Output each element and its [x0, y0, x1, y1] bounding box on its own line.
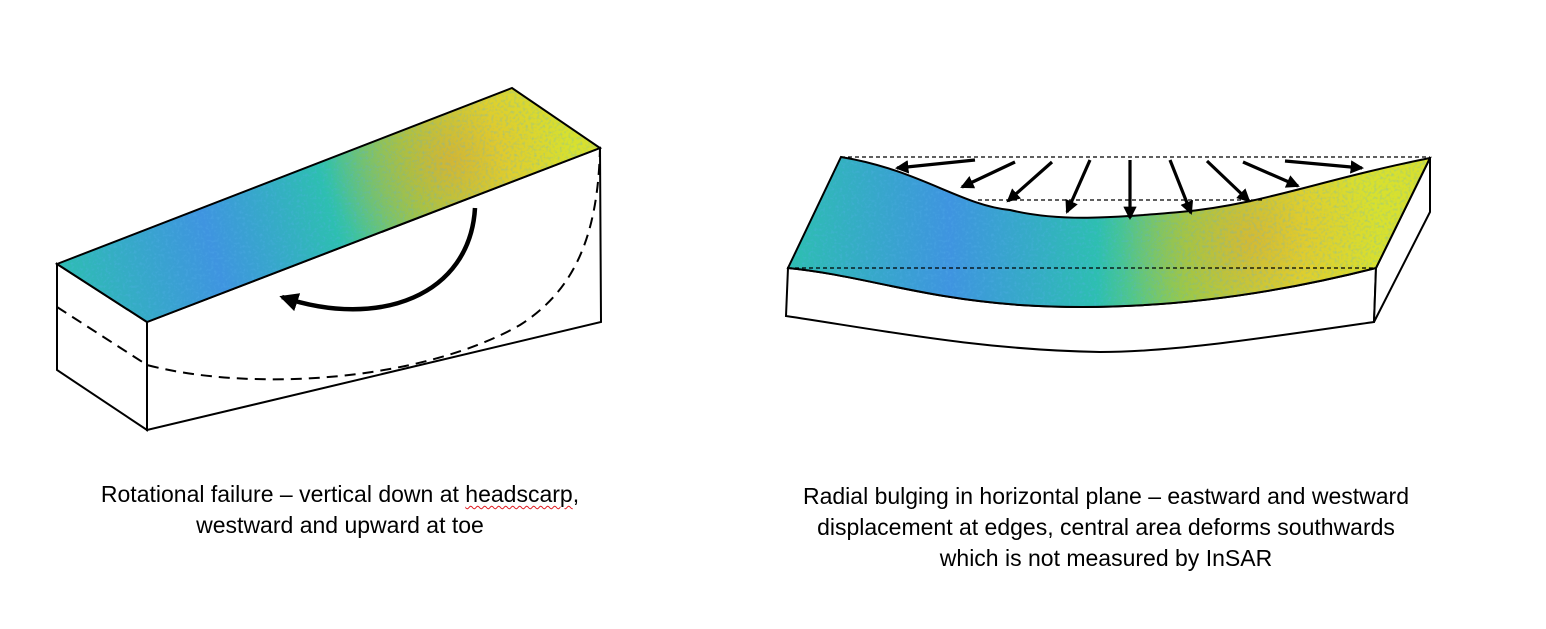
rotational-failure-caption: Rotational failure – vertical down at he…	[40, 479, 640, 541]
caption-left-line-2: westward and upward at toe	[196, 512, 484, 538]
straight-arrow-icon	[1205, 159, 1251, 203]
displacement-arrows	[894, 158, 1365, 221]
straight-arrow-icon	[894, 158, 976, 174]
caption-left-line-1-text: Rotational failure – vertical down at	[100, 481, 466, 507]
straight-arrow-icon	[1168, 159, 1194, 215]
straight-arrow-icon	[1006, 160, 1054, 203]
radial-bulging-caption: Radial bulging in horizontal plane – eas…	[706, 481, 1506, 574]
caption-left-line-1-punct: ,	[572, 481, 580, 507]
straight-arrow-icon	[1065, 159, 1092, 214]
straight-arrow-icon	[960, 160, 1016, 189]
caption-right-line-1: Radial bulging in horizontal plane – eas…	[802, 483, 1410, 509]
curved-arrow-icon	[279, 207, 478, 312]
straight-arrow-icon	[1242, 160, 1300, 188]
caption-right-line-2: displacement at edges, central area defo…	[817, 514, 1395, 540]
slip-surface-dashed	[56, 147, 601, 381]
caption-left-misspelled-word: headscarp	[465, 481, 573, 507]
caption-right-line-3: which is not measured by InSAR	[939, 545, 1273, 571]
caption-left-line-1: Rotational failure – vertical down at he…	[40, 479, 640, 510]
rotational-failure-block	[54, 86, 603, 432]
radial-bulging-block	[784, 155, 1432, 354]
straight-arrow-icon	[1284, 159, 1365, 174]
